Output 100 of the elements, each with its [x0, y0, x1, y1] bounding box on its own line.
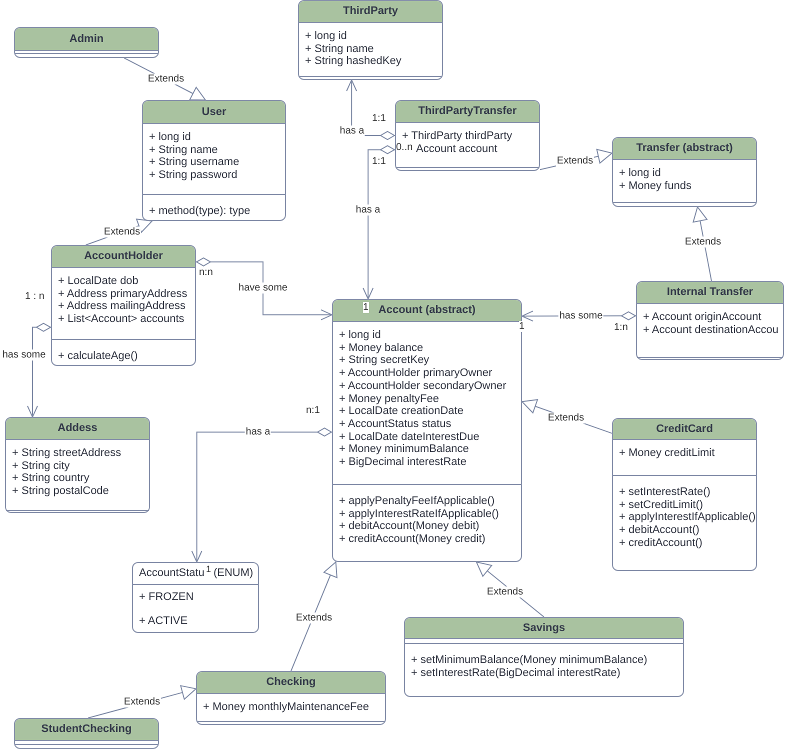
multiplicity-label: 1 — [363, 302, 369, 313]
edge-label: has a — [244, 426, 272, 438]
class-box — [14, 27, 159, 58]
attribute-text: + String username — [149, 156, 240, 170]
attribute-text: + BigDecimal interestRate — [339, 456, 466, 469]
method-text: + setInterestRate() — [619, 486, 710, 499]
method-text: + creditAccount() — [619, 536, 702, 550]
attribute-text: + String city — [12, 460, 70, 472]
method-text: + setInterestRate(BigDecimal interestRate) — [411, 666, 620, 680]
class-box — [612, 137, 757, 207]
attribute-text: + String secretKey — [339, 354, 430, 368]
attribute-text: + Money balance — [339, 342, 424, 354]
class-name-header: Transfer (abstract) — [613, 138, 756, 160]
inheritance-arrow — [692, 206, 712, 282]
attribute-text: + AccountStatus status — [339, 418, 452, 431]
class-box — [298, 0, 443, 80]
class-name-header: StudentChecking — [15, 719, 158, 741]
attribute-text: + LocalDate dob — [58, 275, 138, 288]
class-name-header: ThirdParty — [299, 1, 442, 23]
attribute-text: + Money monthlyMaintenanceFee — [203, 701, 370, 714]
method-text: + applyInterestIfApplicable() — [619, 511, 756, 524]
edge-label: Extends — [122, 696, 162, 708]
attribute-text: + String streetAddress — [12, 447, 122, 460]
attribute-text: + AccountHolder primaryOwner — [339, 367, 492, 380]
multiplicity-label: n:1 — [306, 405, 320, 416]
attribute-text: + Address primaryAddress — [58, 288, 188, 300]
enum-value: + ACTIVE — [139, 614, 188, 629]
class-box — [612, 418, 757, 571]
edge-label: Extends — [684, 236, 722, 248]
class-name-header: Addess — [6, 418, 149, 440]
enum-box — [132, 562, 259, 633]
method-text: + applyInterestRateIfApplicable() — [339, 508, 499, 520]
edge-label: Extends — [546, 412, 586, 424]
multiplicity-label: 1 : n — [25, 291, 44, 302]
attribute-text: + Money penaltyFee — [339, 392, 439, 406]
method-text: + applyPenaltyFeeIfApplicable() — [339, 495, 495, 508]
attribute-text: + Account destinationAccou — [643, 324, 778, 336]
class-name-header: Admin — [15, 28, 158, 51]
class-box — [196, 671, 386, 725]
attribute-text: + Account originAccount — [643, 311, 762, 324]
multiplicity-label: 1 — [206, 564, 212, 574]
association-arrow — [191, 428, 332, 562]
attribute-text: + String name — [305, 42, 374, 56]
method-text: + debitAccount() — [619, 524, 700, 537]
attribute-text: + String hashedKey — [305, 55, 402, 68]
attribute-text: + LocalDate dateInterestDue — [339, 430, 480, 444]
method-text: + debitAccount(Money debit) — [339, 520, 480, 534]
method-text: + creditAccount(Money credit) — [339, 533, 486, 546]
class-name-header: Savings — [405, 618, 683, 639]
attribute-text: + LocalDate creationDate — [339, 405, 464, 418]
edge-label: has some — [1, 350, 47, 360]
inheritance-arrow — [290, 562, 338, 672]
attribute-text: + long id — [339, 329, 381, 342]
attribute-text: + List<Account> accounts — [58, 313, 184, 326]
multiplicity-label: 1:n — [614, 322, 628, 333]
edge-label: Extends — [102, 226, 142, 238]
attribute-text: + Money creditLimit — [619, 447, 715, 460]
class-name-header: CreditCard — [613, 419, 756, 440]
class-name-header: AccountHolder — [52, 246, 195, 268]
class-box — [404, 617, 684, 697]
edge-label: Extends — [294, 612, 334, 624]
attribute-text: + String country — [12, 472, 90, 486]
attribute-text: + Money minimumBalance — [339, 443, 469, 456]
association-arrow — [196, 257, 332, 320]
multiplicity-label: 1 — [519, 321, 525, 332]
edge-label: has a — [338, 126, 366, 136]
multiplicity-label: 1:1 — [372, 156, 386, 167]
edge-label: Extends — [556, 156, 594, 166]
attribute-text: + long id — [149, 131, 191, 144]
multiplicity-label: 0..n — [396, 142, 413, 153]
association-arrow — [362, 145, 396, 300]
class-name: (ENUM) — [213, 566, 254, 582]
edge-label: Extends — [146, 74, 186, 84]
multiplicity-label: n:n — [199, 267, 213, 278]
class-box — [5, 417, 150, 513]
attribute-text: + Money funds — [619, 180, 692, 192]
attribute-text: + long id — [619, 167, 661, 180]
method-text: + calculateAge() — [58, 350, 138, 363]
class-box — [636, 281, 784, 360]
class-name-header: Internal Transfer — [637, 282, 783, 304]
class-box — [142, 100, 286, 221]
attribute-text: + AccountHolder secondaryOwner — [339, 380, 506, 393]
attribute-text: + String password — [149, 169, 238, 182]
attribute-text: + long id — [305, 30, 347, 43]
edge-label: has some — [558, 310, 604, 322]
edge-label: has a — [354, 204, 382, 216]
association-arrow — [27, 322, 52, 418]
class-box — [395, 100, 540, 171]
class-name-header: ThirdPartyTransfer — [396, 101, 539, 123]
class-box — [332, 299, 522, 562]
method-text: + setMinimumBalance(Money minimumBalance) — [411, 654, 648, 667]
class-name-header: User — [143, 101, 285, 124]
method-text: + setCreditLimit() — [619, 498, 704, 512]
class-name-header: Checking — [197, 672, 385, 694]
method-text: + method(type): type — [149, 205, 250, 218]
edge-label: have some — [238, 282, 288, 294]
edge-label: Extends — [486, 586, 524, 598]
class-box — [14, 718, 159, 749]
attribute-text: + Address mailingAddress — [58, 300, 186, 314]
attribute-text: + String postalCode — [12, 485, 109, 498]
